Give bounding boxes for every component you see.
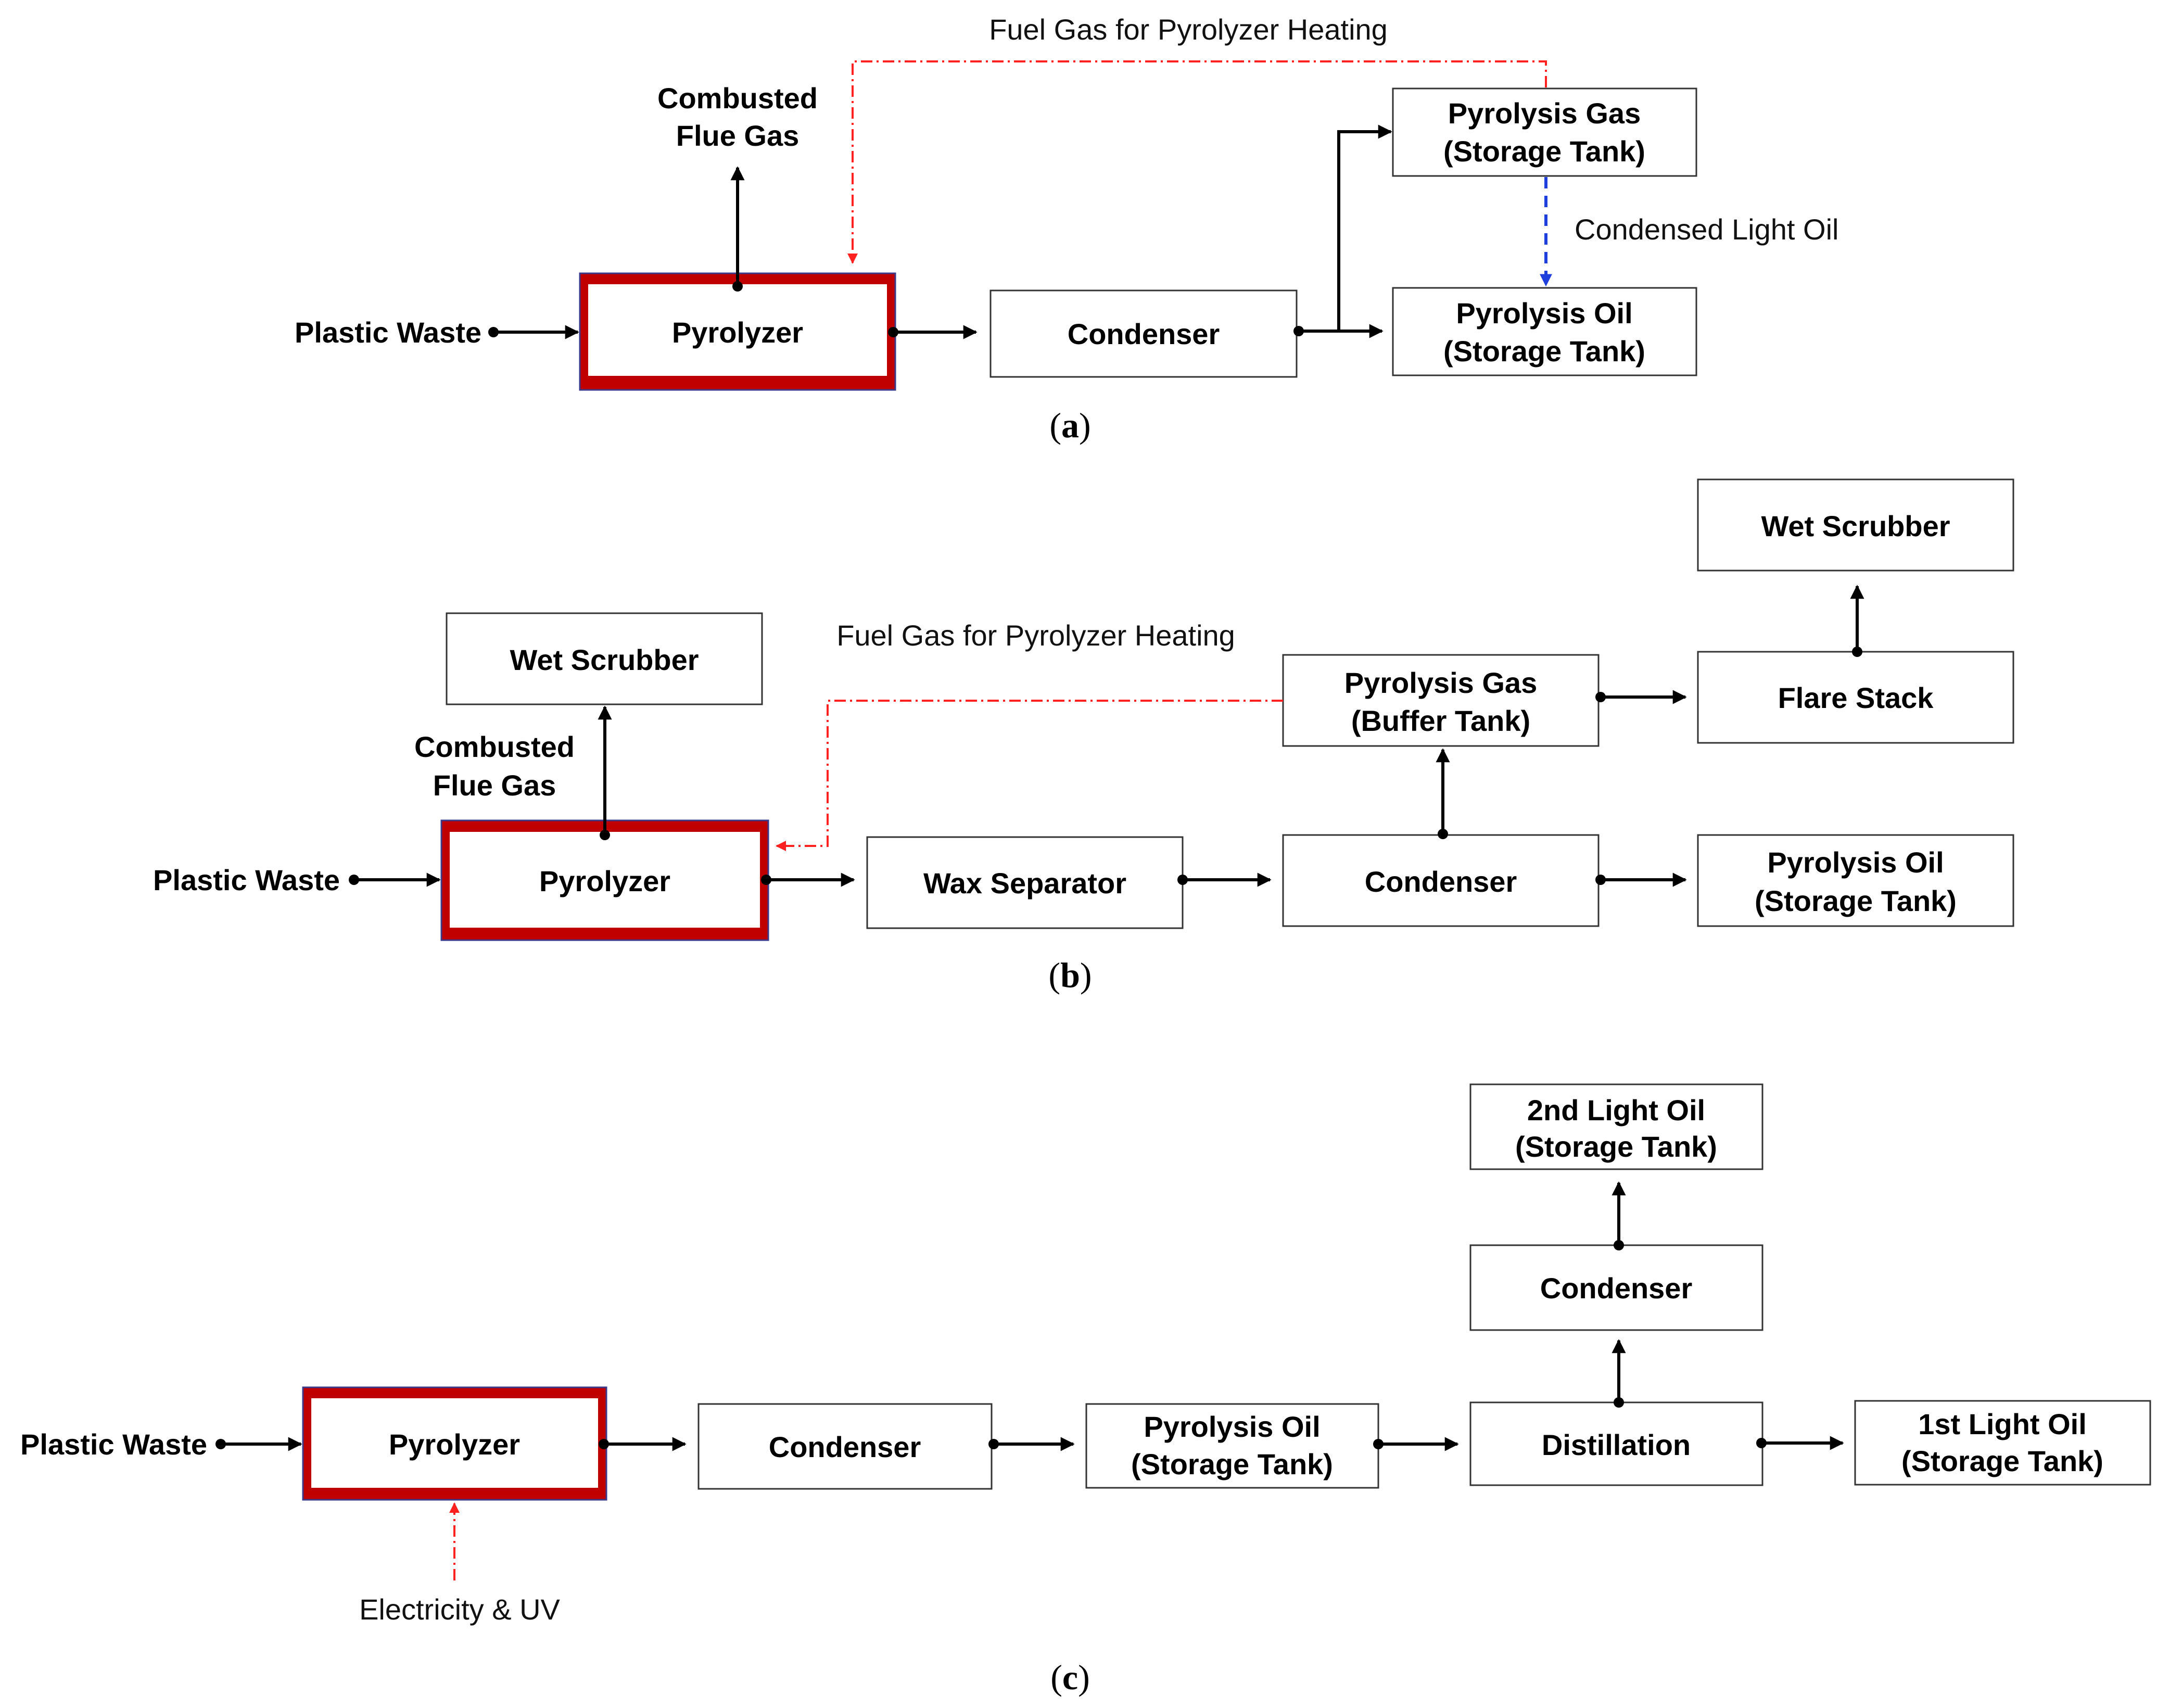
oil-tank-label-2: (Storage Tank) [1131,1448,1333,1481]
wet-scrubber-left-box: Wet Scrubber [446,612,763,705]
flue-gas-label-1: Combusted [414,730,575,763]
caption-a: (a) [1049,406,1090,445]
oil-tank-label-1: Pyrolysis Oil [1767,846,1944,879]
pyrolyzer-box: Pyrolyzer [440,819,769,941]
oil-storage-tank-box: Pyrolysis Oil (Storage Tank) [1085,1403,1379,1489]
flare-stack-label: Flare Stack [1778,681,1934,714]
condenser-2-label: Condenser [1540,1272,1693,1305]
fuel-gas-label: Fuel Gas for Pyrolyzer Heating [989,13,1388,46]
wax-separator-box: Wax Separator [866,836,1184,929]
condenser-label: Condenser [1365,865,1517,898]
light-oil-1-tank-box: 1st Light Oil (Storage Tank) [1854,1400,2151,1486]
panel-b: Plastic Waste Pyrolyzer Combusted Flue G… [153,478,2014,995]
wet-scrubber-label: Wet Scrubber [1761,510,1950,542]
caption-b: (b) [1048,955,1092,995]
light-oil-2-label-2: (Storage Tank) [1515,1130,1717,1163]
fuel-gas-return-line [847,60,1547,264]
distillation-label: Distillation [1542,1428,1691,1461]
buffer-tank-box: Pyrolysis Gas (Buffer Tank) [1282,654,1600,747]
condenser-label: Condenser [769,1431,921,1463]
flue-gas-label-1: Combusted [657,82,818,115]
flare-stack-box: Flare Stack [1697,651,2014,744]
condensed-light-oil-label: Condensed Light Oil [1575,213,1838,246]
light-oil-1-label-1: 1st Light Oil [1918,1408,2087,1440]
plastic-waste-label: Plastic Waste [20,1428,207,1461]
condenser-box: Condenser [697,1403,993,1490]
pyrolyzer-box: Pyrolyzer [579,272,896,391]
pyrolyzer-label: Pyrolyzer [539,865,670,897]
condenser-to-gas-arrow [1337,124,1392,331]
oil-tank-label-1: Pyrolysis Oil [1456,297,1632,330]
fuel-gas-return-line [776,700,1283,851]
light-oil-2-tank-box: 2nd Light Oil (Storage Tank) [1469,1083,1763,1170]
pyrolyzer-label: Pyrolyzer [672,316,803,349]
oil-storage-tank-box: Pyrolysis Oil (Storage Tank) [1697,834,2014,927]
oil-tank-label-1: Pyrolysis Oil [1144,1410,1320,1443]
distillation-box: Distillation [1469,1401,1763,1486]
gas-tank-label-2: (Storage Tank) [1443,135,1645,168]
caption-c: (c) [1050,1658,1090,1697]
panel-a: Plastic Waste Pyrolyzer Combusted Flue G… [295,13,1838,445]
fuel-gas-label: Fuel Gas for Pyrolyzer Heating [836,619,1235,652]
oil-tank-label-2: (Storage Tank) [1443,335,1645,368]
wax-separator-label: Wax Separator [923,867,1126,900]
oil-tank-label-2: (Storage Tank) [1755,884,1957,917]
condenser-box: Condenser [1282,834,1600,927]
condenser-label: Condenser [1068,318,1220,350]
pyrolyzer-box: Pyrolyzer [302,1386,607,1501]
flue-gas-label-2: Flue Gas [676,119,800,152]
buffer-tank-label-2: (Buffer Tank) [1351,704,1530,737]
light-oil-1-label-2: (Storage Tank) [1901,1445,2103,1477]
condenser-box: Condenser [989,289,1298,378]
plastic-waste-label: Plastic Waste [295,316,481,349]
panel-c: Plastic Waste Pyrolyzer Electricity & UV… [20,1083,2151,1697]
electricity-uv-label: Electricity & UV [359,1593,560,1626]
plastic-waste-label: Plastic Waste [153,864,340,896]
light-oil-2-label-1: 2nd Light Oil [1527,1094,1705,1127]
buffer-tank-label-1: Pyrolysis Gas [1344,666,1537,699]
oil-storage-tank-box: Pyrolysis Oil (Storage Tank) [1392,287,1697,376]
flue-gas-label-2: Flue Gas [433,769,556,802]
condenser-2-box: Condenser [1469,1244,1763,1331]
gas-storage-tank-box: Pyrolysis Gas (Storage Tank) [1392,87,1697,177]
wet-scrubber-right-box: Wet Scrubber [1697,478,2014,572]
pyrolyzer-label: Pyrolyzer [389,1428,520,1461]
wet-scrubber-label: Wet Scrubber [510,643,699,676]
gas-tank-label-1: Pyrolysis Gas [1448,97,1641,130]
